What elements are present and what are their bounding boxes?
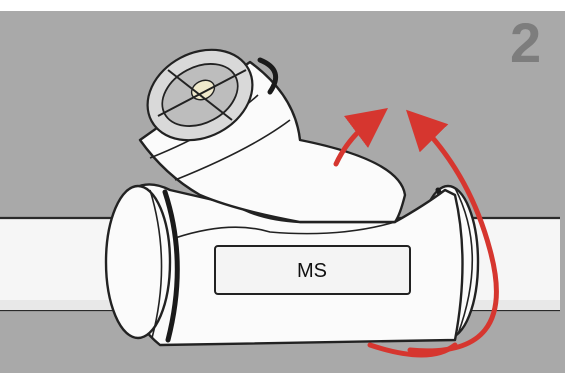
ms-label-plate: MS [215, 246, 410, 294]
ms-label: MS [297, 260, 327, 282]
step-number: 2 [510, 11, 541, 74]
top-border [0, 0, 565, 11]
